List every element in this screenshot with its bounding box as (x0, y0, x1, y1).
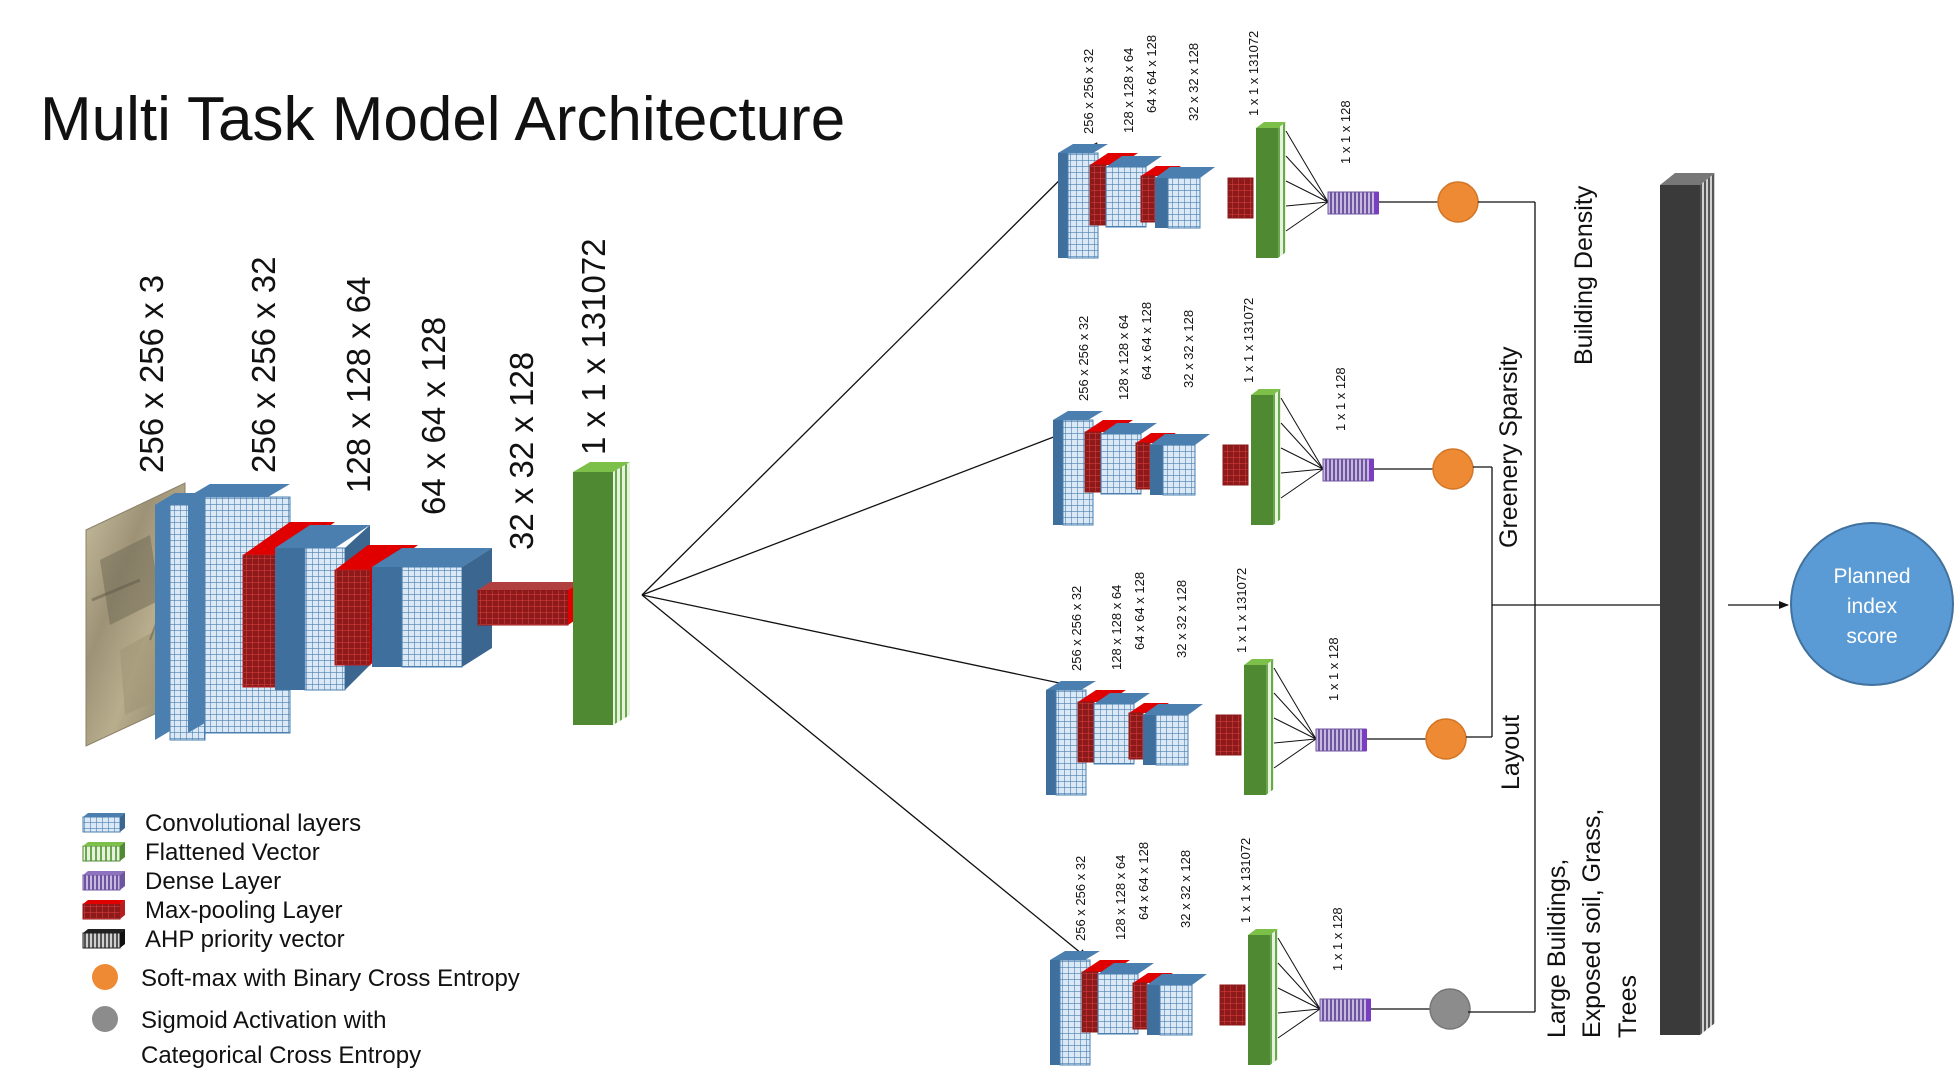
softmax-circle-icon (92, 964, 118, 990)
legend-label-conv: Convolutional layers (145, 810, 361, 837)
branch-dim-label: 128 x 128 x 64 (1116, 315, 1131, 400)
branch-dim-label: 1 x 1 x 131072 (1238, 838, 1253, 923)
sigmoid-circle-icon (92, 1006, 118, 1032)
main-flatten-vector (573, 462, 630, 725)
planned-index-score-line-3: score (1846, 625, 1897, 648)
branch-dim-label: 1 x 1 x 131072 (1234, 568, 1249, 653)
branch-dim-label: 256 x 256 x 32 (1081, 49, 1096, 134)
main-maxpool-block-3 (477, 582, 580, 626)
softmax-activation-node (1432, 448, 1474, 490)
task-label-land-cover-line-3: Trees (1614, 975, 1642, 1038)
legend-label-maxpool: Max-pooling Layer (145, 897, 342, 924)
flatten-icon (82, 842, 125, 862)
planned-index-score-line-2: index (1847, 595, 1898, 618)
softmax-activation-node (1437, 181, 1479, 223)
main-dim-label-6: 1 x 1 x 131072 (575, 239, 612, 456)
branch-dim-label: 128 x 128 x 64 (1121, 48, 1136, 133)
branch-greenery-sparsity: 256 x 256 x 32 128 x 128 x 64 64 x 64 x 12… (1053, 298, 1474, 526)
main-conv-block-3 (372, 548, 492, 668)
main-dim-label-4: 64 x 64 x 128 (415, 317, 452, 515)
conv-icon (82, 813, 125, 833)
ahp-priority-bar (1660, 173, 1715, 1035)
branch-dim-label: 1 x 1 x 128 (1338, 100, 1353, 164)
branch-dim-label: 64 x 64 x 128 (1144, 35, 1159, 113)
main-dim-label-3: 128 x 128 x 64 (340, 277, 377, 494)
branch-arrows (641, 142, 1098, 959)
branch-dim-label: 256 x 256 x 32 (1076, 316, 1091, 401)
branch-dim-label: 64 x 64 x 128 (1139, 302, 1154, 380)
legend-label-dense: Dense Layer (145, 868, 281, 895)
maxpool-icon (82, 900, 125, 920)
branch-dim-label: 32 x 32 x 128 (1181, 310, 1196, 388)
task-label-layout: Layout (1497, 715, 1525, 790)
sigmoid-activation-node (1429, 988, 1471, 1030)
branch-dim-label: 64 x 64 x 128 (1132, 572, 1147, 650)
branch-dim-label: 128 x 128 x 64 (1109, 585, 1124, 670)
legend-label-sigmoid-line-1: Sigmoid Activation with (141, 1007, 386, 1034)
branch-dim-label: 1 x 1 x 131072 (1241, 298, 1256, 383)
branch-building-density: 256 x 256 x 32 128 x 128 x 64 64 x 64 x 12… (1058, 31, 1479, 259)
diagram-title: Multi Task Model Architecture (40, 85, 845, 154)
branch-dim-label: 1 x 1 x 128 (1333, 367, 1348, 431)
branch-dim-label: 1 x 1 x 128 (1330, 907, 1345, 971)
legend-label-flatten: Flattened Vector (145, 839, 320, 866)
main-dim-label-1: 256 x 256 x 3 (133, 275, 170, 473)
branch-dim-label: 128 x 128 x 64 (1113, 855, 1128, 940)
legend-label-softmax: Soft-max with Binary Cross Entropy (141, 965, 520, 992)
branch-dim-label: 256 x 256 x 32 (1073, 856, 1088, 941)
legend: Convolutional layers Flattened Vector De… (82, 810, 520, 1069)
main-encoder: 256 x 256 x 3 256 x 256 x 32 128 x 128 x… (85, 239, 630, 747)
main-dim-label-5: 32 x 32 x 128 (503, 352, 540, 550)
planned-index-score-line-1: Planned (1833, 565, 1910, 588)
branch-dim-label: 32 x 32 x 128 (1186, 43, 1201, 121)
branch-dim-label: 32 x 32 x 128 (1174, 580, 1189, 658)
branch-layout: 256 x 256 x 32 128 x 128 x 64 64 x 64 x 12… (1046, 568, 1467, 796)
branch-dim-label: 64 x 64 x 128 (1136, 842, 1151, 920)
task-branches: 256 x 256 x 32 128 x 128 x 64 64 x 64 x 12… (1046, 31, 1479, 1066)
task-label-greenery-sparsity: Greenery Sparsity (1495, 346, 1523, 548)
task-connectors (1466, 201, 1681, 1013)
task-label-land-cover-line-1: Large Buildings, (1543, 859, 1571, 1038)
legend-label-ahp: AHP priority vector (145, 926, 345, 953)
softmax-activation-node (1425, 718, 1467, 760)
planned-index-score: Planned index score (1790, 522, 1954, 686)
branch-land-cover: 256 x 256 x 32 128 x 128 x 64 64 x 64 x 12… (1050, 838, 1471, 1066)
task-label-land-cover-line-2: Exposed soil, Grass, (1578, 809, 1606, 1038)
ahp-icon (82, 929, 125, 949)
branch-dim-label: 256 x 256 x 32 (1069, 586, 1084, 671)
branch-dim-label: 1 x 1 x 128 (1326, 637, 1341, 701)
task-label-land-cover: Large Buildings, Exposed soil, Grass, Tr… (1543, 809, 1642, 1038)
main-dim-label-2: 256 x 256 x 32 (245, 257, 282, 474)
legend-label-sigmoid-line-2: Categorical Cross Entropy (141, 1042, 421, 1069)
dense-icon (82, 871, 125, 891)
branch-dim-label: 1 x 1 x 131072 (1246, 31, 1261, 116)
branch-dim-label: 32 x 32 x 128 (1178, 850, 1193, 928)
planned-index-score-circle (1790, 522, 1954, 686)
task-label-building-density: Building Density (1570, 185, 1598, 365)
